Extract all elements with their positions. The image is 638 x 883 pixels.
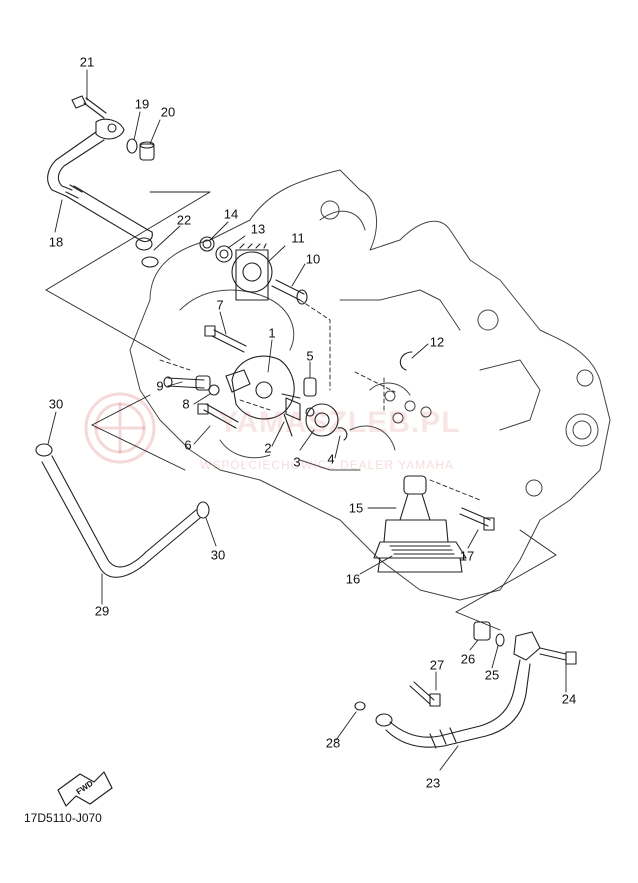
callout-1: 1 — [268, 325, 276, 341]
crankcase-outline — [129, 169, 611, 601]
callout-13: 13 — [250, 221, 266, 237]
upper-oil-pipe-assembly — [47, 95, 159, 268]
oil-pump-parts — [163, 236, 348, 441]
callout-11: 11 — [291, 230, 305, 246]
callout-2: 2 — [264, 440, 272, 456]
callout-8: 8 — [182, 396, 190, 412]
callout-28: 28 — [325, 735, 341, 751]
callout-14: 14 — [223, 206, 239, 222]
callout-21: 21 — [79, 54, 95, 70]
callout-10: 10 — [305, 251, 321, 267]
callout-9: 9 — [156, 378, 164, 394]
callout-6: 6 — [184, 437, 192, 453]
callout-22: 22 — [176, 212, 192, 228]
callout-16: 16 — [345, 571, 361, 587]
watermark-subtext: WSPÓŁCIECHOWICZ DEALER YAMAHA — [200, 458, 454, 472]
oil-strainer-assembly — [373, 475, 495, 573]
callout-29: 29 — [94, 603, 110, 619]
callout-24: 24 — [561, 691, 577, 707]
callout-20: 20 — [160, 104, 176, 120]
watermark-text: YAMASZLEB.PL — [218, 406, 461, 439]
callout-27: 27 — [429, 657, 445, 673]
callout-23: 23 — [425, 775, 441, 791]
callout-7: 7 — [216, 297, 224, 313]
callout-25: 25 — [484, 667, 500, 683]
dowel-20 — [139, 141, 155, 161]
callout-30-lower: 30 — [210, 547, 226, 563]
callout-15: 15 — [348, 500, 364, 516]
circlip-12 — [399, 351, 413, 371]
watermark-emblem — [84, 392, 156, 464]
callout-26: 26 — [460, 651, 476, 667]
callout-3: 3 — [293, 454, 301, 470]
diagram-code: 17D5110-J070 — [24, 811, 102, 825]
assembly-lines — [45, 191, 557, 631]
o-ring-19 — [126, 138, 138, 154]
callout-5: 5 — [306, 348, 314, 364]
callout-18: 18 — [48, 234, 64, 250]
hose-29 — [35, 443, 210, 578]
callout-30-upper: 30 — [48, 396, 64, 412]
callout-4: 4 — [327, 451, 335, 467]
callout-17: 17 — [459, 548, 475, 564]
callout-12: 12 — [429, 334, 445, 350]
callout-leaders — [47, 69, 567, 771]
fwd-arrow-icon — [57, 771, 113, 807]
callout-19: 19 — [134, 96, 150, 112]
lower-oil-pipe-assembly — [354, 621, 577, 749]
